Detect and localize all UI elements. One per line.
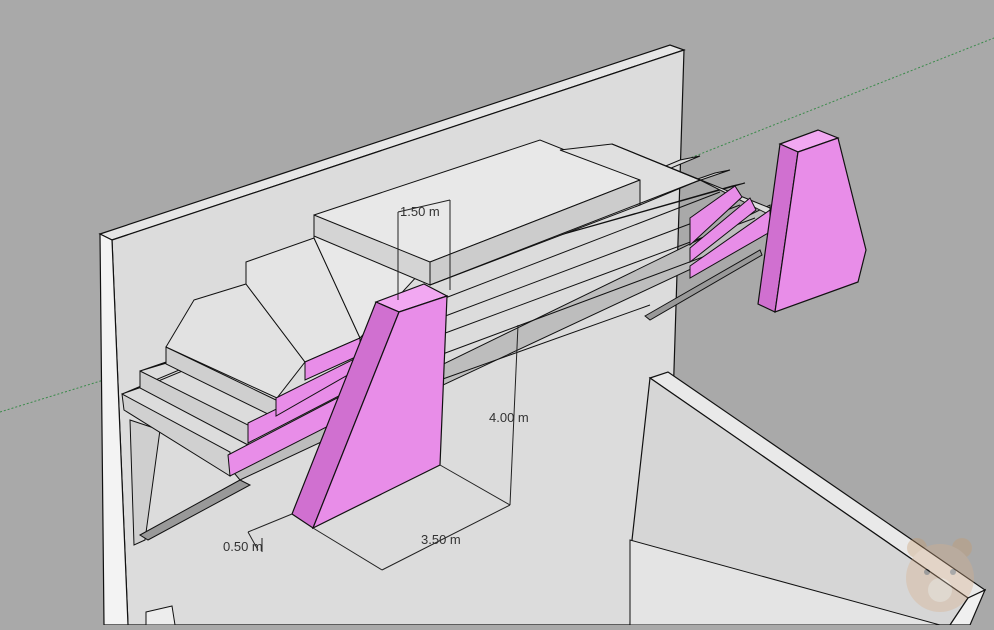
dimension-label-1: 1.50 m [400, 204, 440, 219]
support-block-back [757, 129, 867, 313]
dimension-label-4: 0.50 m [223, 539, 263, 554]
support-block-front [291, 283, 449, 530]
dimension-label-3: 3.50 m [421, 532, 461, 547]
stair-steps [121, 139, 771, 477]
bear-face-icon [906, 538, 974, 612]
axis-guides [0, 37, 994, 413]
dimension-lines [247, 199, 519, 571]
dimension-label-2: 4.00 m [489, 410, 529, 425]
